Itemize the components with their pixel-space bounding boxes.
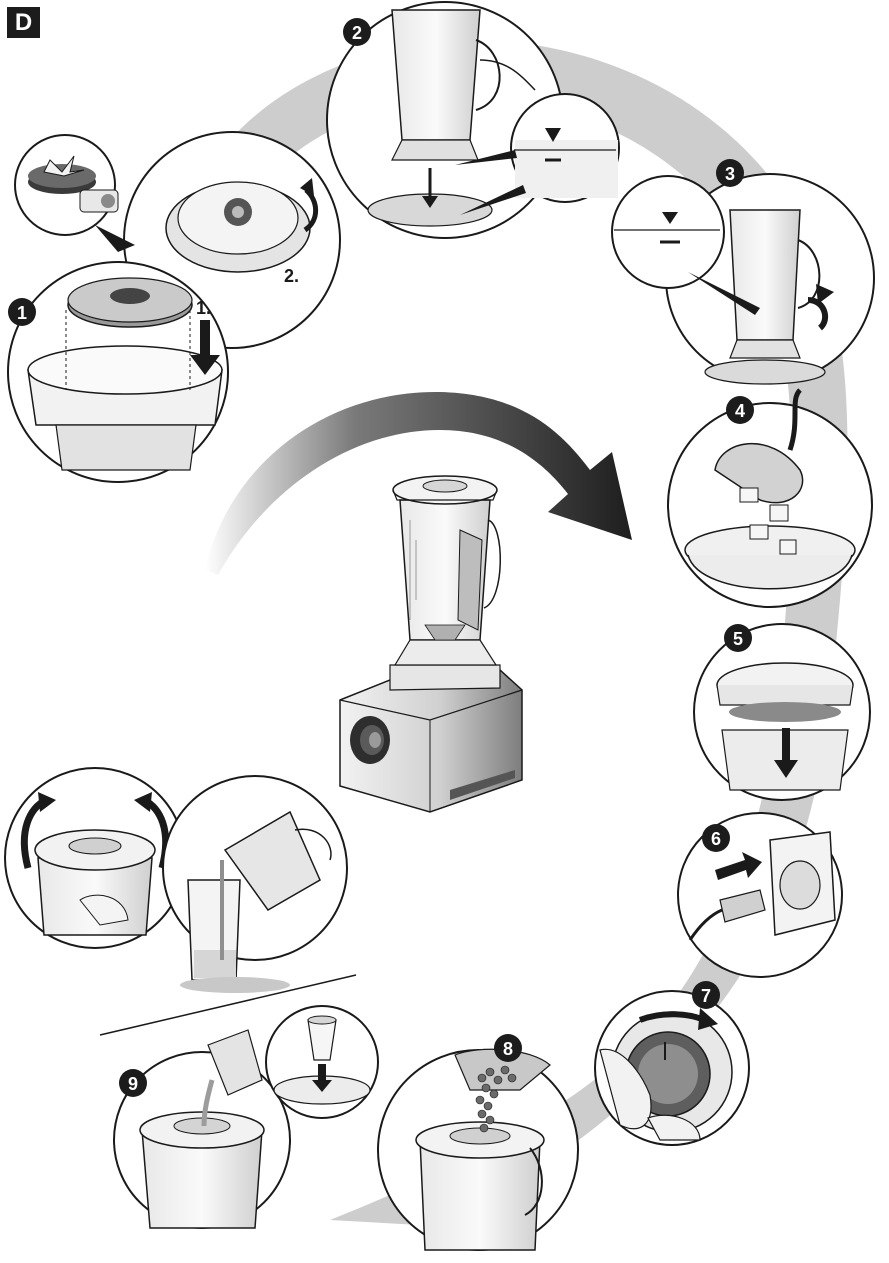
step-8-badge: 8 xyxy=(494,1034,522,1062)
step-7-number: 7 xyxy=(701,986,711,1006)
step-6-number: 6 xyxy=(711,829,721,849)
step-4-badge: 4 xyxy=(726,396,754,424)
step-5-panel xyxy=(694,624,870,800)
final-panel-remove-lid xyxy=(5,768,185,948)
blender-appliance-icon xyxy=(340,476,522,812)
step-1-panel: 1. 2. xyxy=(8,132,340,482)
step-9-number: 9 xyxy=(128,1074,138,1094)
step-9-badge: 9 xyxy=(119,1069,147,1097)
step-1-sublabel-1: 1. xyxy=(196,298,211,318)
step-2-panel xyxy=(327,2,619,238)
step-5-badge: 5 xyxy=(724,624,752,652)
step-8-number: 8 xyxy=(503,1039,513,1059)
step-3-badge: 3 xyxy=(716,159,744,187)
step-3-number: 3 xyxy=(725,164,735,184)
step-4-number: 4 xyxy=(735,401,745,421)
step-7-panel xyxy=(595,991,749,1145)
step-1-badge: 1 xyxy=(8,298,36,326)
step-5-number: 5 xyxy=(733,629,743,649)
step-7-badge: 7 xyxy=(692,981,720,1009)
step-1-number: 1 xyxy=(17,303,27,323)
step-6-badge: 6 xyxy=(702,824,730,852)
step-2-number: 2 xyxy=(352,23,362,43)
step-2-badge: 2 xyxy=(343,18,371,46)
step-8-panel xyxy=(378,1049,578,1250)
step-9-panel xyxy=(114,1006,378,1228)
step-1-sublabel-2: 2. xyxy=(284,266,299,286)
step-3-panel xyxy=(612,174,874,384)
final-panel-pour-into-glass xyxy=(163,776,347,993)
